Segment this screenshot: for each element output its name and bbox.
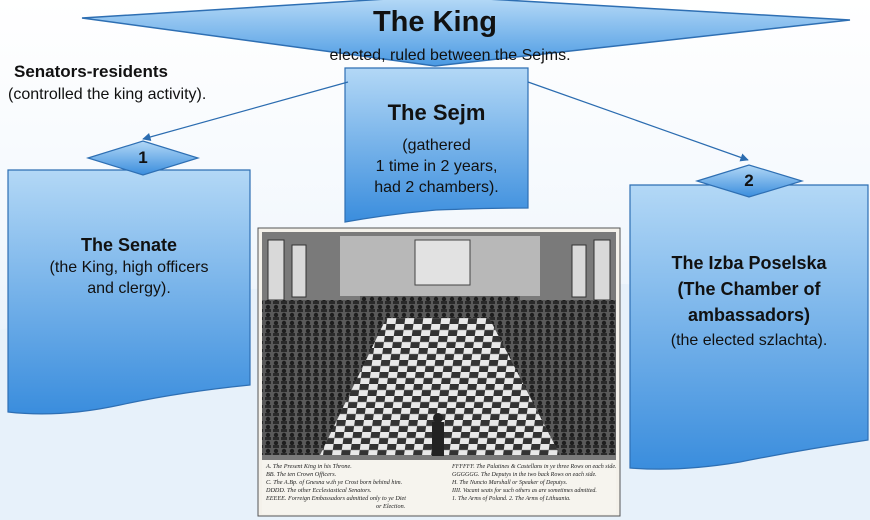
izba-title-line: The Izba Poselska [671,253,827,273]
marker-number-2: 2 [744,171,754,190]
izba-title: The Izba Poselska (The Chamber of ambass… [630,250,868,328]
legend-line: C. The A.Bp. of Gnesna w.th ye Crost bor… [266,479,403,486]
legend-line: 1. The Arms of Poland. 2. The Arms of Li… [452,496,571,502]
sejm-engraving [257,227,621,517]
legend-line: H. The Nuncio Marshall or Speaker of Dep… [452,480,568,486]
izba-title-line: ambassadors) [687,305,811,325]
sejm-banner [344,67,529,223]
senate-description: (the King, high officers and clergy). [8,257,250,299]
legend-line: BB. The ten Crown Officers. [266,471,337,478]
sejm-line: 1 time in 2 years, [375,158,498,175]
izba-title-line: (The Chamber of [677,279,821,299]
king-diamond [81,0,851,67]
king-subtitle: elected, ruled between the Sejms. [329,47,571,64]
marker-diamond-2 [694,164,805,198]
arrow-to-izba [527,81,749,162]
izba-subtitle: (the elected szlachta). [670,332,828,349]
sejm-title: The Sejm [387,100,486,125]
legend-line: or Election. [376,503,406,510]
senate-title: The Senate [80,235,178,255]
sejm-line: had 2 chambers). [374,179,499,196]
legend-line: EEEEE. Forreign Embassadors admitted onl… [266,495,406,502]
legend-line: GGGGGG. The Deputys in the two back Rows… [452,472,597,478]
izba-banner [629,184,869,470]
senate-banner [7,169,251,415]
senators-subtitle: (controlled the king activity). [8,86,207,103]
engraving-legend-left: A. The Present King in his Throne. BB. T… [266,463,456,511]
sejm-line: (gathered [402,137,471,154]
marker-diamond-1 [85,140,201,176]
marker-number-1: 1 [138,148,148,167]
legend-line: DDDD. The other Ecclesiastical Senators. [266,487,372,494]
senate-line: (the King, high officers [49,259,209,276]
king-title: The King [372,6,498,38]
senate-line: and clergy). [87,280,171,297]
legend-line: IIII. Vacant seats for such others as ar… [452,488,597,494]
legend-line: FFFFFF. The Palatines & Castellans in ye… [452,464,616,470]
legend-line: A. The Present King in his Throne. [266,463,352,470]
arrow-to-senate [142,81,349,142]
senators-title: Senators-residents [14,62,168,81]
engraving-legend-right: FFFFFF. The Palatines & Castellans in ye… [452,463,616,503]
sejm-description: (gathered 1 time in 2 years, had 2 chamb… [345,135,528,198]
